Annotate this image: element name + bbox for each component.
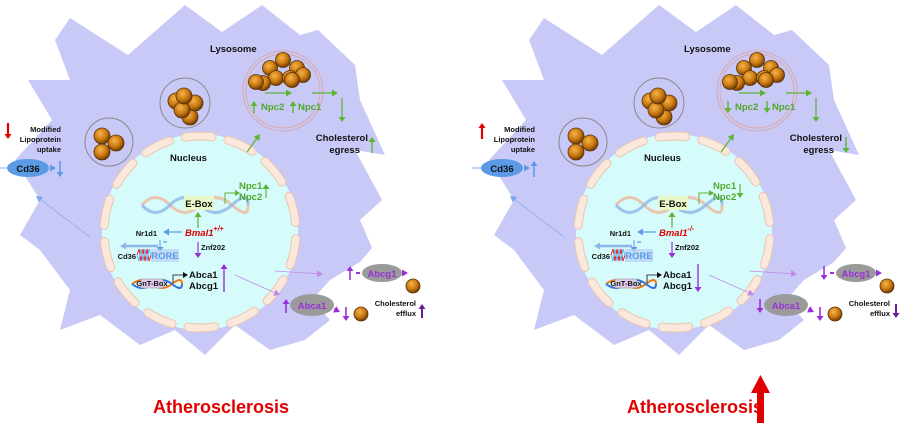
abca1-efflux-arrow	[333, 306, 340, 312]
abcg1-nuc-label: Abcg1	[663, 281, 693, 292]
abca1-efflux-change-arrow	[817, 307, 824, 321]
cd36-membrane-label: Cd36	[16, 164, 39, 175]
npc1-lyso-label: Npc1	[298, 102, 322, 113]
bmal1-gene-name: Bmal1	[185, 228, 214, 239]
lipid-droplet	[249, 75, 264, 90]
abcg1-membrane-label: Abcg1	[367, 269, 397, 280]
gnt-box-label: GnT-Box	[610, 279, 642, 288]
uptake-label: uptake	[511, 145, 535, 154]
lipoprotein-label: Lipoprotein	[494, 135, 536, 144]
cholesterol-egress-label-2: egress	[329, 145, 360, 156]
npc2-lyso-label: Npc2	[735, 102, 758, 113]
npc2-lyso-label: Npc2	[261, 102, 284, 113]
ebox-label: E-Box	[185, 199, 213, 210]
nucleus-label: Nucleus	[170, 153, 207, 164]
lipoprotein-uptake-change-arrow	[479, 123, 486, 139]
abcg1-membrane-label: Abcg1	[841, 269, 871, 280]
lipid-droplet	[650, 88, 666, 104]
lipid-droplet	[750, 53, 765, 68]
lysosome-label: Lysosome	[684, 44, 731, 55]
bmal1-genotype: -/-	[688, 226, 695, 233]
lysosome-label: Lysosome	[210, 44, 257, 55]
cholesterol-egress-label-1: Cholesterol	[316, 133, 368, 144]
cholesterol-egress-label-1: Cholesterol	[790, 133, 842, 144]
bmal1-gene-name: Bmal1	[659, 228, 688, 239]
cholesterol-efflux-label-2: efflux	[396, 309, 417, 318]
lipid-droplet	[285, 73, 300, 88]
lipid-droplet	[568, 128, 584, 144]
lipid-droplet	[276, 53, 291, 68]
lipid-droplet	[176, 88, 192, 104]
rore-label: RORE	[625, 251, 652, 262]
atherosclerosis-label: Atherosclerosis	[627, 397, 763, 417]
lipid-droplet	[354, 307, 368, 321]
abcg1-efflux-arrow	[402, 270, 408, 277]
nr1d1-label: Nr1d1	[136, 229, 157, 238]
rore-label: RORE	[151, 251, 178, 262]
cholesterol-efflux-change-arrow	[893, 304, 900, 318]
znf202-label: Znf202	[201, 243, 225, 252]
modified-label: Modified	[504, 125, 535, 134]
lipoprotein-label: Lipoprotein	[20, 135, 62, 144]
npc1-nuc-label: Npc1	[713, 181, 737, 192]
cd36-membrane-label: Cd36	[490, 164, 513, 175]
abca1-nuc-label: Abca1	[663, 270, 692, 281]
lipid-droplet	[94, 128, 110, 144]
lipid-droplet	[174, 102, 190, 118]
lipid-droplet	[568, 144, 584, 160]
lipid-droplet	[582, 135, 598, 151]
lipid-droplet	[108, 135, 124, 151]
abca1-membrane-label: Abca1	[298, 301, 327, 312]
abca1-membrane-label: Abca1	[772, 301, 801, 312]
lipoprotein-uptake-change-arrow	[5, 123, 12, 139]
lipid-droplet	[648, 102, 664, 118]
lipid-droplet	[723, 75, 738, 90]
ebox-label: E-Box	[659, 199, 687, 210]
abca1-efflux-change-arrow	[343, 307, 350, 321]
nucleus-label: Nucleus	[644, 153, 681, 164]
cd36-nuc-label: Cd36	[592, 252, 610, 261]
lipid-droplet	[406, 279, 420, 293]
abca1-efflux-arrow	[807, 306, 814, 312]
npc1-lyso-label: Npc1	[772, 102, 796, 113]
cholesterol-efflux-label-1: Cholesterol	[375, 299, 416, 308]
npc2-nuc-label: Npc2	[713, 192, 736, 203]
abcg1-efflux-arrow	[876, 270, 882, 277]
cholesterol-egress-label-2: egress	[803, 145, 834, 156]
uptake-label: uptake	[37, 145, 61, 154]
cholesterol-efflux-label-1: Cholesterol	[849, 299, 890, 308]
bmal1-genotype: +/+	[214, 226, 224, 233]
abca1-nuc-label: Abca1	[189, 270, 218, 281]
lipid-droplet	[759, 73, 774, 88]
abcg1-nuc-label: Abcg1	[189, 281, 219, 292]
nr1d1-label: Nr1d1	[610, 229, 631, 238]
cd36-nuc-label: Cd36	[118, 252, 136, 261]
lipid-droplet	[880, 279, 894, 293]
npc1-nuc-label: Npc1	[239, 181, 263, 192]
modified-label: Modified	[30, 125, 61, 134]
cholesterol-efflux-label-2: efflux	[870, 309, 891, 318]
znf202-label: Znf202	[675, 243, 699, 252]
cholesterol-efflux-change-arrow	[419, 304, 426, 318]
npc2-nuc-label: Npc2	[239, 192, 262, 203]
atherosclerosis-label: Atherosclerosis	[153, 397, 289, 417]
lipid-droplet	[94, 144, 110, 160]
gnt-box-label: GnT-Box	[136, 279, 168, 288]
lipid-droplet	[828, 307, 842, 321]
